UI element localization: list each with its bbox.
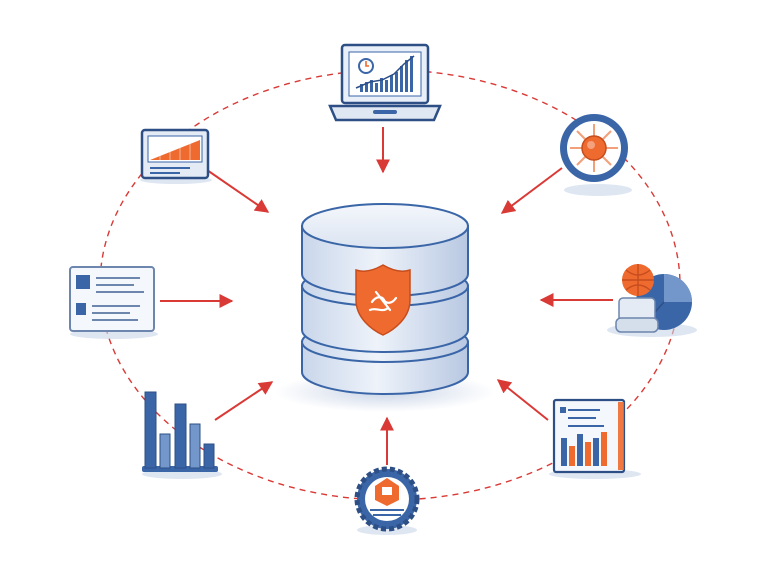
report-chart-icon bbox=[549, 398, 641, 479]
sphere-pie-icon bbox=[607, 264, 697, 337]
laptop-chart-icon bbox=[328, 43, 442, 122]
monitor-chart-icon bbox=[140, 128, 212, 184]
arrow-from-bars bbox=[214, 381, 274, 421]
arrow-from-monitor bbox=[206, 169, 270, 213]
flow-arrows bbox=[160, 127, 613, 465]
arrow-from-report bbox=[496, 379, 549, 421]
database-shield-icon bbox=[275, 203, 495, 412]
gear-icon bbox=[354, 466, 420, 535]
arrow-from-dial bbox=[500, 167, 563, 214]
bar-columns-icon bbox=[142, 391, 222, 479]
text-document-icon bbox=[69, 266, 158, 339]
shield-icon bbox=[355, 264, 411, 336]
target-dial-icon bbox=[560, 114, 632, 196]
